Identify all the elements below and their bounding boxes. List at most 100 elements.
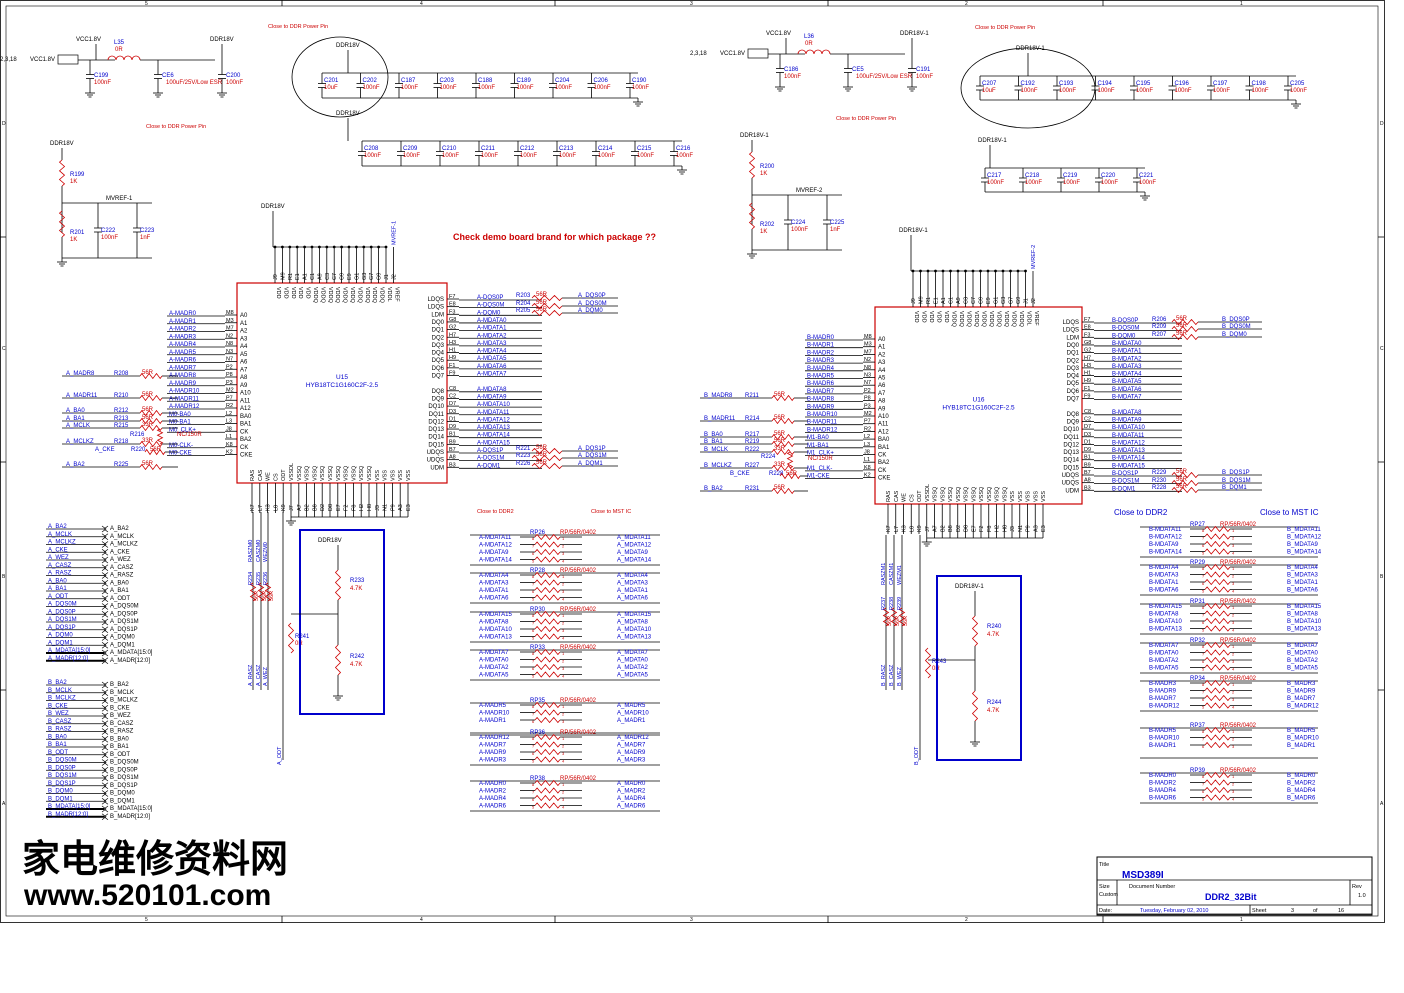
outer-frame — [0, 0, 1385, 923]
pin-name: VSSQ — [933, 486, 939, 502]
pin-name: DQ0 — [1067, 343, 1080, 349]
resistor-value: 56R — [887, 616, 893, 626]
pin-number: K3 — [266, 504, 272, 511]
inductor-ref: L35 — [114, 40, 125, 46]
port-arrow — [103, 649, 109, 657]
pin-name: VSS — [1041, 491, 1047, 502]
cap-ref: C212 — [520, 146, 535, 152]
rpack-element — [534, 571, 561, 579]
placement-note: Close to MST IC — [591, 509, 631, 515]
net-label: B_MADR9 — [1287, 689, 1316, 695]
rpack-element — [534, 618, 561, 625]
pin-name: BA2 — [878, 460, 890, 466]
resistor-value: 33R — [142, 438, 154, 444]
port-arrow — [101, 743, 107, 751]
net-label: B-MADR5 — [1149, 728, 1177, 734]
pin-number: 1 — [562, 651, 565, 656]
chip-body — [874, 306, 1083, 505]
port-arrow — [101, 587, 107, 595]
pin-number: 2 — [562, 659, 565, 664]
net-label: A_MDATA8 — [617, 620, 648, 626]
port-label: A_MDATA[15:0] — [48, 648, 91, 654]
port-name: A_BA1 — [110, 588, 129, 594]
resistor-value: NC/150R — [177, 432, 202, 438]
resistor-ref: R214 — [745, 416, 760, 422]
net-label: B_MDATA15 — [1287, 604, 1322, 610]
pin-number: A7 — [297, 504, 303, 511]
cap-ref: C191 — [916, 67, 931, 73]
pin-number: F1 — [449, 363, 455, 369]
pin-number: C7 — [971, 297, 977, 304]
port-arrow — [101, 564, 107, 572]
resistor-ref: R243 — [932, 659, 947, 665]
pin-name: DQ9 — [432, 396, 445, 402]
port-arrow — [103, 782, 109, 790]
net-label: B-MDATA1 — [1112, 349, 1142, 355]
rpack-value: RP/56R/0402 — [1220, 768, 1257, 774]
net-label: A_MADR3 — [617, 758, 646, 764]
rpack-ref: RP26 — [530, 530, 546, 536]
pin-name: VSSQ — [336, 465, 342, 481]
resistor-ref: R225 — [114, 462, 129, 468]
pin-number: 8 — [1202, 644, 1205, 649]
port-arrow — [103, 657, 109, 665]
rpack-ref: RP32 — [1190, 638, 1206, 644]
rpack-value: RP/56R/0402 — [560, 607, 597, 613]
pin-name: WE — [266, 472, 272, 481]
pin-number: 8 — [1202, 566, 1205, 571]
net-label: B_MADR12 — [1287, 704, 1319, 710]
net-label: M1_CLK- — [807, 466, 832, 472]
row-marker: A — [2, 801, 6, 807]
pin-number: M8 — [226, 310, 234, 316]
placement-note: Close to MST IC — [1260, 508, 1319, 517]
cap-ref: C214 — [598, 146, 613, 152]
port-name: B_WEZ — [110, 713, 131, 719]
pin-number: 3 — [1232, 789, 1235, 794]
net-label: B_MADR11 — [704, 416, 736, 422]
net-label: B_MCLKZ — [704, 463, 732, 469]
port-arrow — [101, 790, 107, 797]
pin-number: L3 — [226, 419, 232, 425]
port-arrow — [103, 572, 109, 579]
port-arrow — [101, 556, 107, 564]
net-label: B-MDATA2 — [1112, 356, 1142, 362]
resistor-value: 56R — [142, 415, 154, 421]
rpack-element — [1204, 525, 1231, 533]
resistor-value: 56R — [142, 407, 154, 413]
pin-number: 1 — [1232, 682, 1235, 687]
termination-resistor — [786, 451, 794, 469]
series-resistor — [531, 454, 563, 462]
net-label: B-MDATA8 — [1149, 612, 1179, 618]
notes: Check demo board brand for which package… — [146, 24, 1319, 517]
resistor-ref: R207 — [1152, 332, 1167, 338]
resistor-value: 56R — [1176, 477, 1188, 483]
resistor-value: 56R — [142, 370, 154, 376]
port-arrow — [103, 626, 109, 634]
series-resistor — [249, 582, 257, 602]
cap-ref: C209 — [403, 146, 418, 152]
pin-number: 5 — [532, 759, 535, 764]
sheet-label: Sheet — [1252, 908, 1267, 914]
port-arrow — [103, 548, 109, 556]
port-label: A_MCLKZ — [48, 540, 76, 546]
port-label: B_DQS0M — [48, 758, 77, 764]
net-label: B-MDATA6 — [1149, 588, 1179, 594]
row-marker: D — [2, 121, 6, 127]
pin-number: 5 — [1202, 705, 1205, 710]
port-arrow — [101, 751, 107, 759]
resistor-value: 4.7K — [350, 586, 362, 592]
net-label: A-MDATA11 — [477, 410, 510, 416]
resistor-value: 56R — [536, 452, 548, 458]
port-arrow — [101, 689, 107, 697]
pin-name: BA0 — [240, 414, 252, 420]
of-label: of — [1313, 908, 1318, 914]
net-label: B-MADR6 — [1149, 796, 1177, 802]
port-name: A_ODT — [110, 596, 130, 602]
pin-number: 1 — [1232, 528, 1235, 533]
resistor-ref: R206 — [1152, 317, 1167, 323]
pin-number: 1 — [562, 613, 565, 618]
pin-number: 5 — [1202, 551, 1205, 556]
pin-name: ODT — [281, 469, 287, 481]
pulldown-resistor — [971, 690, 979, 722]
